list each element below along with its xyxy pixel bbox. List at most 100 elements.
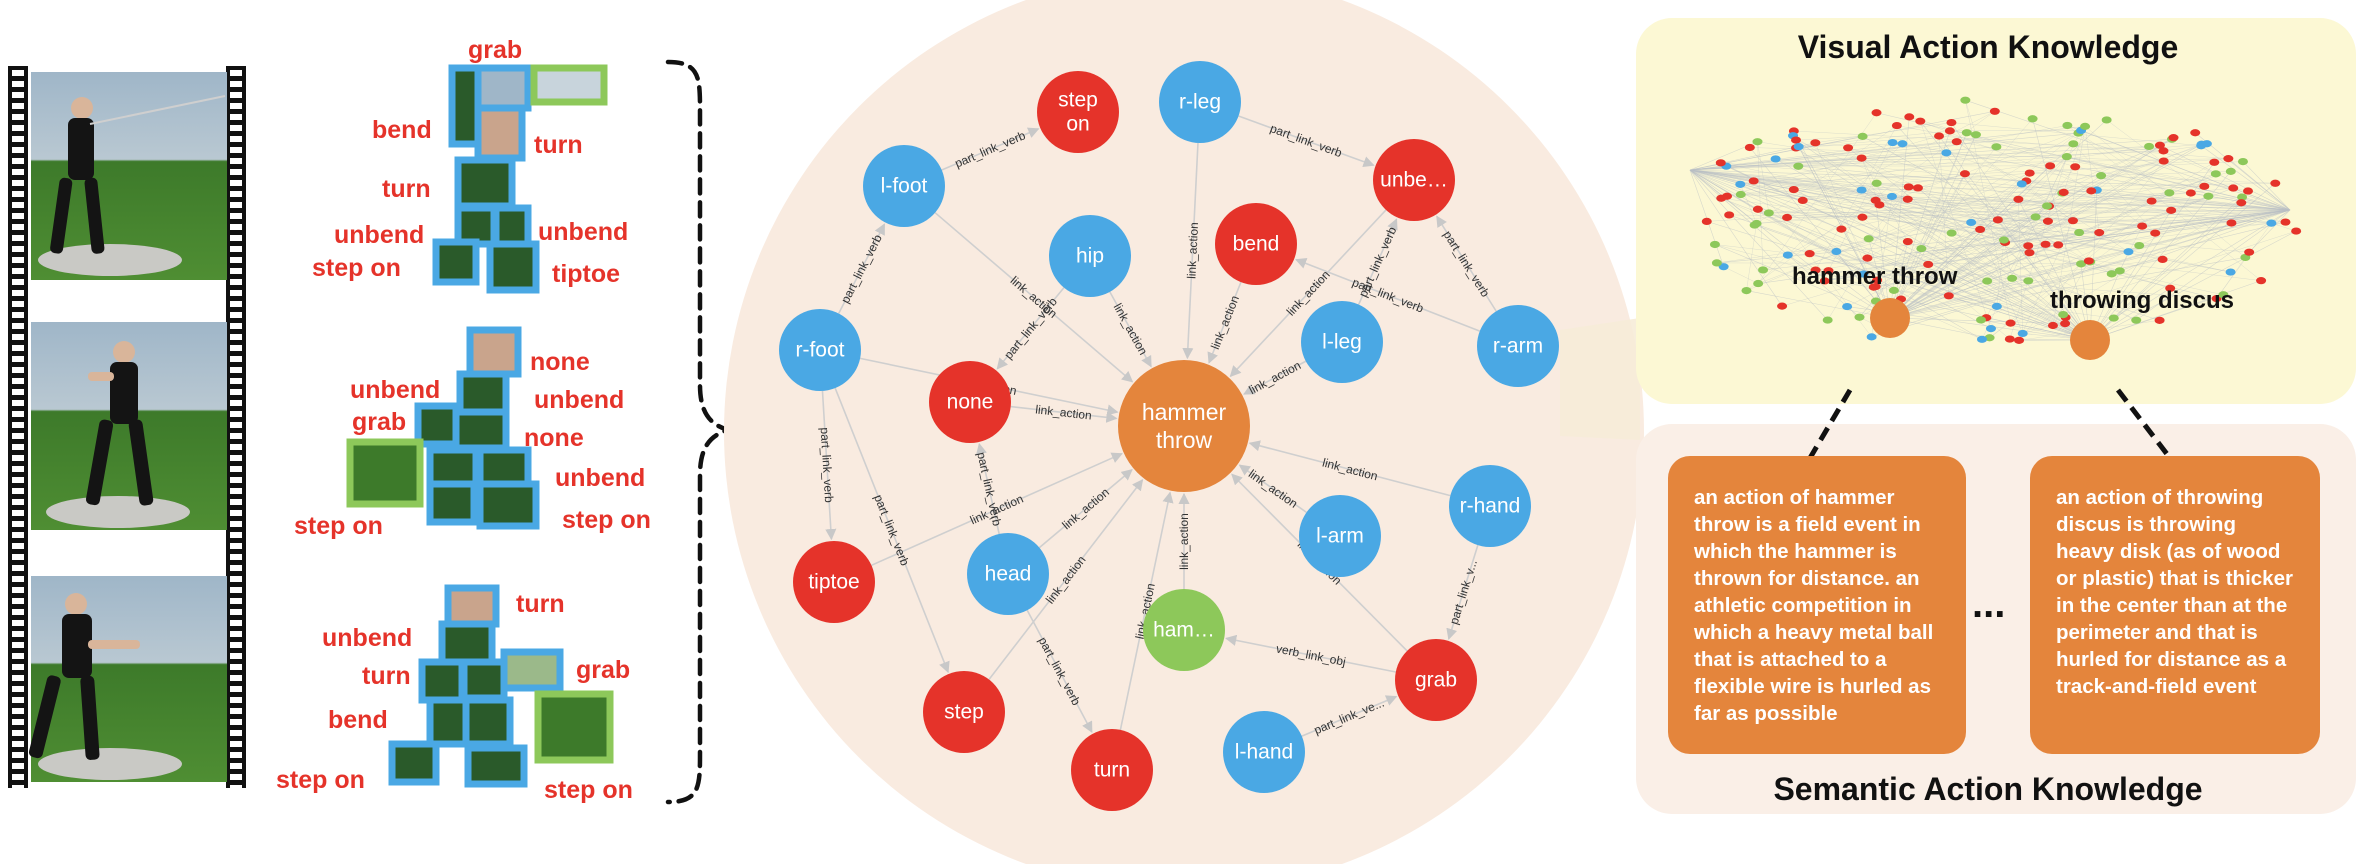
network-edge	[2080, 130, 2291, 211]
sprocket-hole	[12, 290, 24, 296]
graph-node-circle	[1049, 215, 1131, 297]
network-edge	[1889, 260, 2089, 319]
network-edge	[1798, 166, 2137, 321]
sprocket-hole	[12, 70, 24, 76]
network-edge	[1749, 147, 1891, 319]
graph-edge	[1357, 218, 1398, 305]
part-boxes-1	[432, 64, 540, 294]
network-node	[2086, 187, 2097, 195]
graph-edge	[1248, 440, 1451, 497]
network-edge	[1720, 162, 2091, 341]
film-frame-1	[31, 72, 227, 280]
sprocket-hole	[230, 543, 242, 549]
graph-node-label: l-foot	[881, 175, 928, 198]
network-edge	[1786, 111, 1995, 218]
network-edge	[1689, 169, 2205, 187]
network-node	[1992, 216, 2003, 224]
sprocket-hole	[230, 422, 242, 428]
network-edge	[1720, 162, 2064, 193]
sprocket-hole	[230, 158, 242, 164]
sprocket-hole	[230, 708, 242, 714]
network-node	[1991, 302, 2002, 310]
zoom-connector	[1560, 318, 1640, 440]
graph-node-circle	[1299, 495, 1381, 577]
network-node	[1951, 138, 1962, 146]
sprocket-hole	[230, 367, 242, 373]
network-edge	[1689, 169, 1816, 271]
network-edge	[1828, 270, 1983, 340]
network-node	[2243, 187, 2254, 195]
sprocket-hole	[230, 785, 242, 791]
network-edge	[1939, 135, 2229, 159]
cluster-node-throwing-discus	[2070, 320, 2110, 360]
network-edge	[1875, 209, 2291, 287]
network-edge	[1753, 180, 2046, 245]
part-label-none: none	[524, 424, 584, 452]
network-edge	[1716, 262, 2082, 265]
network-node	[1793, 162, 1804, 170]
graph-node-circle	[1477, 305, 1559, 387]
graph-edge	[834, 387, 950, 674]
graph-node-circle	[1373, 139, 1455, 221]
network-edge	[2022, 202, 2242, 334]
part-label-turn: turn	[362, 662, 411, 690]
description-ellipsis: ...	[1972, 582, 2006, 626]
sprocket-hole	[12, 268, 24, 274]
network-edge	[1938, 135, 2091, 341]
network-edge	[2018, 199, 2091, 341]
network-edge	[1689, 169, 2048, 207]
sprocket-hole	[230, 103, 242, 109]
graph-edge	[1238, 115, 1375, 168]
graph-node-label: head	[985, 563, 1032, 586]
network-edge	[1889, 160, 2164, 319]
network-node	[1782, 213, 1793, 222]
sprocket-hole	[230, 488, 242, 494]
sprocket-hole	[12, 598, 24, 604]
sprocket-hole	[12, 224, 24, 230]
graph-node-hammer: ham…	[1143, 589, 1225, 671]
network-node	[2225, 268, 2236, 276]
network-node	[2203, 192, 2214, 200]
network-node	[1944, 127, 1955, 135]
network-node	[2157, 255, 2168, 264]
graph-edge	[1182, 142, 1199, 360]
sprocket-hole	[230, 213, 242, 219]
network-node	[2154, 316, 2165, 324]
graph-node-circle	[1071, 729, 1153, 811]
network-edge	[2035, 216, 2143, 227]
graph-node-l-leg: l-leg	[1301, 301, 1383, 383]
network-edge	[1889, 216, 2036, 319]
sprocket-hole	[230, 587, 242, 593]
network-edge	[2106, 119, 2209, 197]
hammer-thrower-frame-1-icon	[50, 95, 226, 254]
network-edge	[2201, 145, 2291, 211]
network-node	[1822, 316, 1833, 324]
network-edge	[1909, 116, 2076, 168]
network-edge	[1768, 209, 2291, 214]
network-node	[1711, 259, 1722, 267]
network-node	[2042, 202, 2053, 210]
network-node	[2291, 227, 2302, 235]
sprocket-hole	[12, 631, 24, 637]
sprocket-hole	[230, 400, 242, 406]
sprocket-hole	[230, 202, 242, 208]
network-edge	[1740, 184, 2091, 341]
sprocket-hole	[12, 136, 24, 142]
network-edge	[2101, 171, 2231, 176]
network-node	[1797, 196, 1808, 205]
network-edge	[1877, 216, 2036, 281]
film-frame-2	[31, 322, 227, 530]
network-node	[2211, 294, 2222, 303]
network-edge	[1859, 146, 1997, 318]
sprocket-hole	[230, 675, 242, 681]
visual-knowledge-network	[1689, 96, 2302, 344]
network-node	[2058, 188, 2069, 196]
network-node	[1715, 159, 1726, 167]
graph-node-label: r-leg	[1179, 91, 1221, 114]
graph-node-r-leg: r-leg	[1159, 61, 1241, 143]
sprocket-hole	[12, 356, 24, 362]
network-node	[2237, 193, 2248, 201]
network-node	[2164, 189, 2175, 197]
network-edge	[1938, 135, 1950, 296]
network-edge	[2242, 196, 2291, 211]
